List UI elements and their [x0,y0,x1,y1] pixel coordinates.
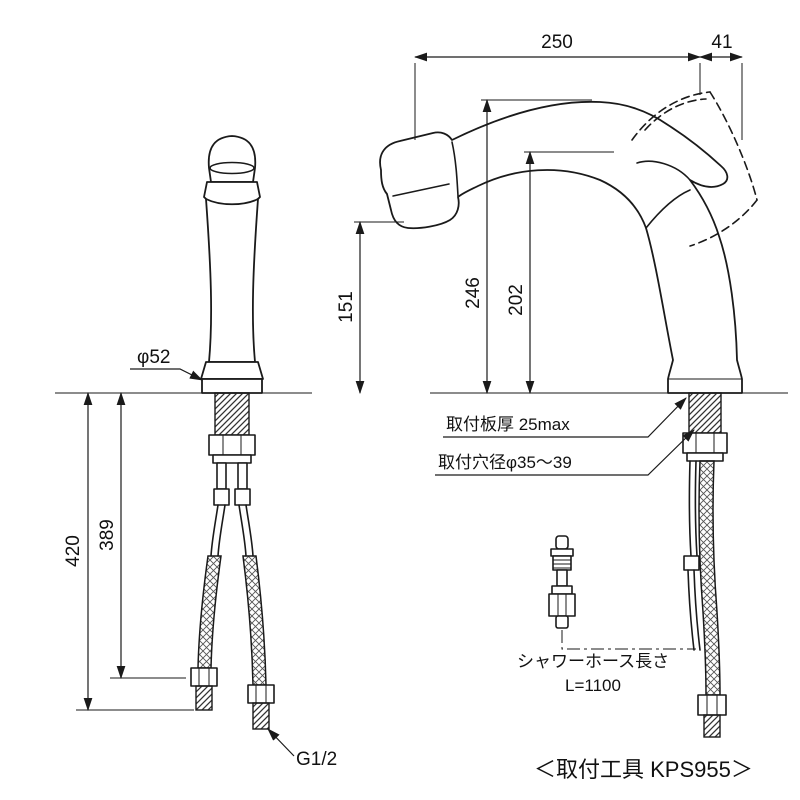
dim-label-246: 246 [463,277,484,309]
dim-label-250: 250 [541,32,573,53]
front-supply-tubes [210,462,254,557]
note-hose-length-value: L=1100 [565,676,621,695]
front-base-flange [200,361,264,380]
dim-label-41: 41 [711,32,732,53]
side-silhouette [379,100,743,394]
front-washer [212,454,252,464]
front-fitting-left [190,667,218,711]
faucet-front-view [190,135,275,730]
side-lock-nut [682,432,728,454]
front-hose-left [197,555,222,669]
dimension-151: 151 [336,220,404,395]
side-supply-tube [683,460,701,651]
front-body [205,198,259,363]
hose-link-centerline [561,630,696,650]
side-shower-hose [698,460,721,696]
dim-label-phi52: φ52 [137,347,170,368]
dimension-phi52: φ52 [130,347,203,381]
shower-hose-connector [548,535,696,650]
dim-label-151: 151 [336,291,357,323]
front-base [201,378,263,394]
dim-label-g12: G1/2 [296,749,337,770]
dim-label-389: 389 [97,519,118,551]
side-body-neck-line [645,189,691,229]
side-head-joint-line [451,141,459,197]
note-hose-length: シャワーホース長さ L=1100 [517,652,669,695]
note-plate-thickness: 取付板厚 25max [443,397,687,438]
side-handle-raised-dashed [631,91,758,247]
faucet-side-view [379,91,758,738]
dim-label-202: 202 [506,284,527,316]
dimension-g12: G1/2 [267,728,337,770]
front-hose-right [242,555,267,686]
front-fitting-right [247,684,275,730]
front-lock-nut [208,434,256,456]
dim-label-420: 420 [63,535,84,567]
dimension-246: 246 [463,98,592,395]
dimension-41: 41 [698,32,744,140]
front-threaded-shank [214,392,250,436]
side-head-grip-line [392,183,450,197]
dimension-202: 202 [506,150,614,395]
dimension-420: 420 [63,391,194,712]
note-mounting-tool: ＜取付工具 KPS955＞ [534,757,753,782]
note-plate-thickness-text: 取付板厚 25max [446,415,570,434]
dimension-250: 250 [413,32,702,140]
dimension-389: 389 [97,391,186,680]
front-top-cap [207,135,257,183]
note-hole-diameter: 取付穴径φ35〜39 [435,429,695,476]
side-washer [686,452,724,462]
note-hose-length-label: シャワーホース長さ [517,652,669,671]
side-handle-underside [636,160,691,181]
note-hole-diameter-text: 取付穴径φ35〜39 [438,453,572,472]
side-threaded-shank [688,392,722,434]
side-fitting [697,694,727,738]
